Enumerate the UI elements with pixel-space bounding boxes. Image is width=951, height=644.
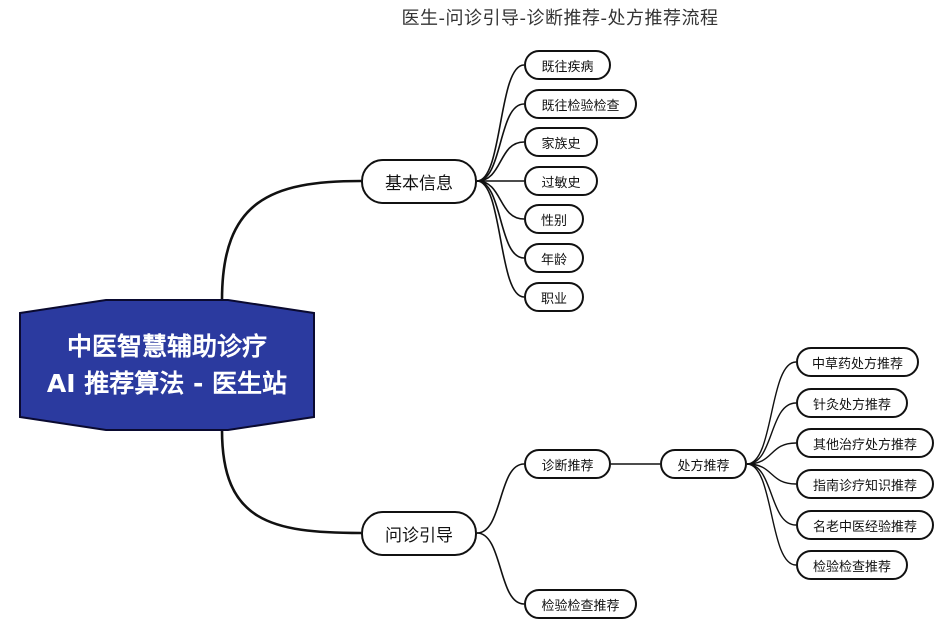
root-line-1: 中医智慧辅助诊疗 bbox=[66, 332, 267, 361]
edge-inquiry-diagnosis bbox=[476, 463, 525, 534]
subtopic-label: 年龄 bbox=[540, 252, 567, 268]
subtopic-allergy-history[interactable]: 过敏史 bbox=[524, 166, 598, 196]
subtopic-label: 家族史 bbox=[541, 136, 581, 152]
edge-basic-6 bbox=[476, 180, 525, 298]
subtopic-exam-recommend[interactable]: 检验检查推荐 bbox=[524, 589, 637, 619]
subtopic-diagnosis-recommend[interactable]: 诊断推荐 bbox=[524, 449, 611, 479]
edge-basic-2 bbox=[476, 141, 525, 182]
subtopic-label: 检验检查推荐 bbox=[541, 598, 620, 614]
subtopic-label: 过敏史 bbox=[541, 175, 581, 191]
subtopic-herbal-prescription[interactable]: 中草药处方推荐 bbox=[796, 347, 919, 377]
topic-basic-info[interactable]: 基本信息 bbox=[361, 159, 477, 204]
topic-inquiry-guide[interactable]: 问诊引导 bbox=[361, 511, 477, 556]
subtopic-prescription-recommend[interactable]: 处方推荐 bbox=[660, 449, 747, 479]
subtopic-label: 针灸处方推荐 bbox=[812, 397, 891, 413]
subtopic-label: 中草药处方推荐 bbox=[811, 356, 903, 372]
topic-label: 基本信息 bbox=[385, 174, 453, 194]
edge-prescription-5 bbox=[746, 463, 797, 566]
edge-basic-5 bbox=[476, 180, 525, 259]
subtopic-label: 既往检验检查 bbox=[541, 98, 620, 114]
edge-basic-0 bbox=[476, 64, 525, 182]
subtopic-label: 既往疾病 bbox=[541, 59, 594, 75]
subtopic-senior-doctor-experience[interactable]: 名老中医经验推荐 bbox=[796, 510, 934, 540]
edge-prescription-0 bbox=[746, 361, 797, 465]
subtopic-past-exams[interactable]: 既往检验检查 bbox=[524, 89, 637, 119]
edge-prescription-2 bbox=[746, 442, 797, 465]
root-line-2: AI 推荐算法 - 医生站 bbox=[46, 369, 288, 398]
subtopic-label: 职业 bbox=[540, 291, 567, 307]
diagram-title: 医生-问诊引导-诊断推荐-处方推荐流程 bbox=[401, 8, 719, 29]
edge-inquiry-exam bbox=[476, 532, 525, 605]
subtopic-label: 性别 bbox=[540, 213, 567, 229]
edge-root-basic bbox=[220, 179, 362, 301]
subtopic-label: 其他治疗处方推荐 bbox=[812, 437, 917, 453]
subtopic-label: 指南诊疗知识推荐 bbox=[812, 478, 917, 494]
subtopic-exam-check-recommend[interactable]: 检验检查推荐 bbox=[796, 550, 908, 580]
edge-basic-1 bbox=[476, 103, 525, 182]
subtopic-family-history[interactable]: 家族史 bbox=[524, 127, 598, 157]
edge-prescription-1 bbox=[746, 402, 797, 465]
subtopic-age[interactable]: 年龄 bbox=[524, 243, 584, 273]
subtopic-gender[interactable]: 性别 bbox=[524, 204, 584, 234]
edge-root-inquiry bbox=[220, 429, 362, 535]
subtopic-label: 名老中医经验推荐 bbox=[812, 519, 917, 535]
subtopic-occupation[interactable]: 职业 bbox=[524, 282, 584, 312]
root-hexagon[interactable] bbox=[19, 299, 315, 431]
subtopic-guideline-knowledge[interactable]: 指南诊疗知识推荐 bbox=[796, 469, 934, 499]
edge-prescription-3 bbox=[746, 463, 797, 485]
subtopic-acupuncture-prescription[interactable]: 针灸处方推荐 bbox=[796, 388, 908, 418]
topic-label: 问诊引导 bbox=[385, 526, 453, 546]
edge-basic-4 bbox=[476, 180, 525, 220]
subtopic-label: 诊断推荐 bbox=[541, 458, 594, 474]
root-topic[interactable]: 中医智慧辅助诊疗 AI 推荐算法 - 医生站 bbox=[20, 300, 314, 430]
edge-prescription-4 bbox=[746, 463, 797, 526]
subtopic-label: 处方推荐 bbox=[677, 458, 730, 474]
subtopic-other-treatment[interactable]: 其他治疗处方推荐 bbox=[796, 428, 934, 458]
subtopic-label: 检验检查推荐 bbox=[812, 559, 891, 575]
subtopic-past-disease[interactable]: 既往疾病 bbox=[524, 50, 611, 80]
